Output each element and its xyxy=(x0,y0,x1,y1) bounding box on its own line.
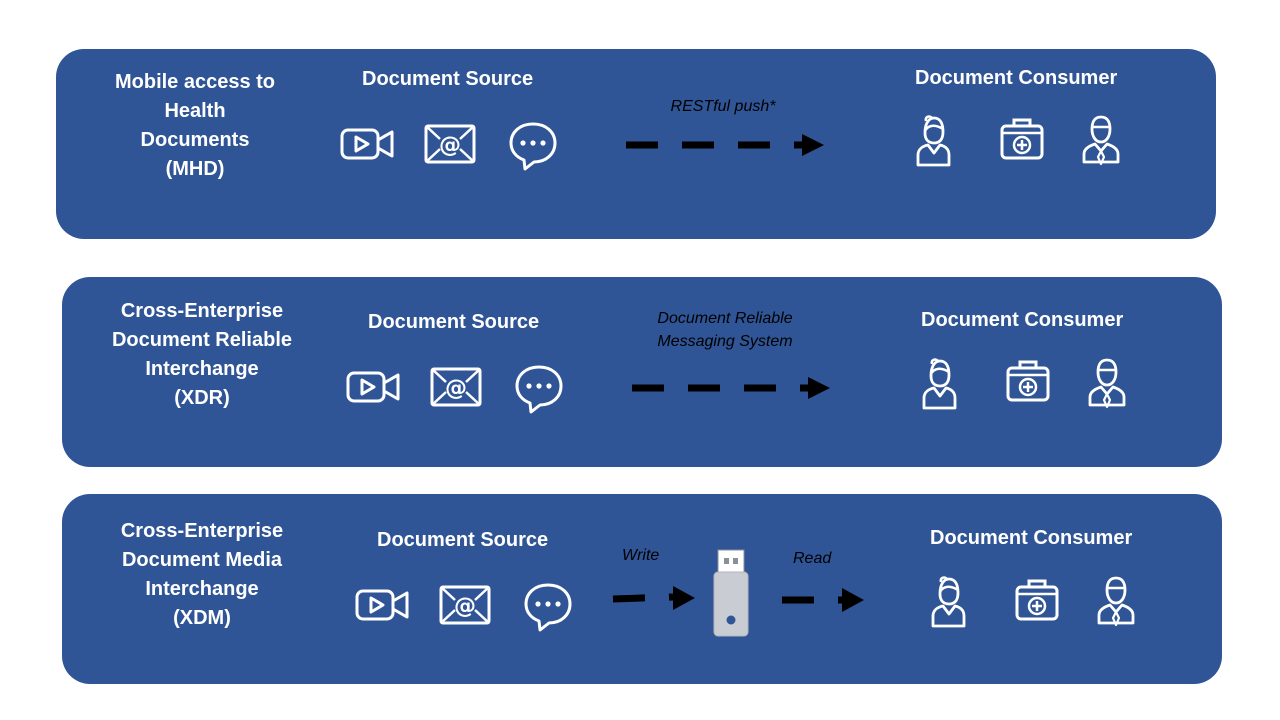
email-icon xyxy=(430,367,482,407)
mhd-transport-label: RESTful push* xyxy=(623,95,823,118)
woman-user-icon xyxy=(921,358,957,410)
xdm-source-label: Document Source xyxy=(377,529,549,551)
xdr-source-label: Document Source xyxy=(368,311,540,333)
xdm-title-line: (XDM) xyxy=(173,607,231,629)
xdm-title-line: Cross-Enterprise xyxy=(120,520,284,542)
mhd-consumer-label: Document Consumer xyxy=(915,67,1118,89)
mhd-title-line: Mobile access to xyxy=(114,71,276,93)
xdm-consumer-label: Document Consumer xyxy=(930,527,1133,549)
xdm-title-line: Interchange xyxy=(145,578,259,600)
xdm-read-label: Read xyxy=(793,550,832,567)
woman-user-icon xyxy=(930,576,966,628)
xdr-transport-line: Messaging System xyxy=(657,333,793,350)
medical-kit-icon xyxy=(1000,116,1044,160)
xdr-panel xyxy=(62,277,1222,467)
xdr-title: Cross-Enterprise Document Reliable Inter… xyxy=(92,297,312,413)
mhd-title-line: (MHD) xyxy=(165,158,225,180)
usb-drive-icon xyxy=(713,549,749,637)
medical-kit-icon xyxy=(1006,358,1050,402)
xdm-title: Cross-Enterprise Document Media Intercha… xyxy=(92,517,312,633)
xdm-panel xyxy=(62,494,1222,684)
xdr-title-line: Interchange xyxy=(145,358,259,380)
video-icon xyxy=(346,370,400,404)
email-icon xyxy=(424,124,476,164)
mhd-dashed-arrow xyxy=(626,134,824,156)
mhd-title-line: Health xyxy=(164,100,226,122)
man-user-icon xyxy=(1087,357,1127,409)
xdm-write-arrow xyxy=(612,586,695,610)
xdr-title-line: Cross-Enterprise xyxy=(120,300,284,322)
chat-icon xyxy=(514,364,564,414)
mhd-title-line: Documents xyxy=(140,129,250,151)
xdm-write-label: Write xyxy=(622,547,660,564)
xdr-title-line: (XDR) xyxy=(174,387,230,409)
mhd-title: Mobile access to Health Documents (MHD) xyxy=(85,68,305,184)
chat-icon xyxy=(508,121,558,171)
xdr-transport-line: Document Reliable xyxy=(657,310,793,327)
email-icon xyxy=(439,585,491,625)
chat-icon xyxy=(523,582,573,632)
man-user-icon xyxy=(1081,114,1121,166)
video-icon xyxy=(355,588,409,622)
medical-kit-icon xyxy=(1015,577,1059,621)
man-user-icon xyxy=(1096,575,1136,627)
xdm-read-arrow xyxy=(782,588,864,612)
woman-user-icon xyxy=(915,115,951,167)
mhd-source-label: Document Source xyxy=(362,68,534,90)
xdr-dashed-arrow xyxy=(632,377,830,399)
xdr-title-line: Document Reliable xyxy=(111,329,293,351)
xdm-title-line: Document Media xyxy=(121,549,283,571)
xdr-transport-label: Document Reliable Messaging System xyxy=(625,307,825,353)
video-icon xyxy=(340,127,394,161)
xdr-consumer-label: Document Consumer xyxy=(921,309,1124,331)
mhd-transport-line: RESTful push* xyxy=(670,98,776,115)
